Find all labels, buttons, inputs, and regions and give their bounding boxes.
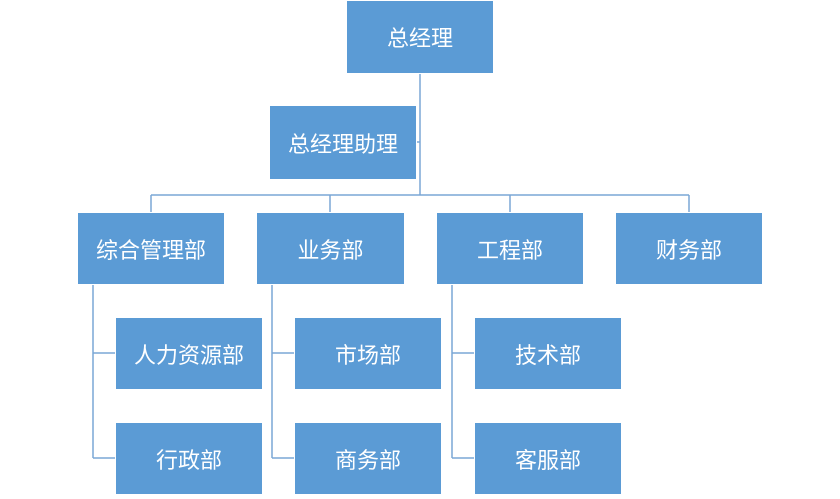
node-label: 业务部 — [297, 238, 364, 264]
node-commerce: 商务部 — [294, 422, 442, 495]
node-label: 总经理 — [386, 27, 453, 52]
node-marketing: 市场部 — [294, 317, 442, 390]
node-dept-admin: 综合管理部 — [77, 212, 225, 285]
node-label: 工程部 — [476, 238, 543, 264]
node-label: 技术部 — [514, 343, 581, 369]
node-dept-finance: 财务部 — [615, 212, 763, 285]
node-label: 商务部 — [334, 448, 401, 474]
node-label: 综合管理部 — [95, 238, 206, 264]
node-dept-business: 业务部 — [256, 212, 405, 285]
node-hr: 人力资源部 — [115, 317, 263, 390]
node-assistant: 总经理助理 — [269, 105, 417, 180]
node-label: 财务部 — [655, 238, 722, 264]
node-label: 市场部 — [334, 343, 401, 369]
node-label: 人力资源部 — [133, 343, 244, 369]
node-technology: 技术部 — [474, 317, 622, 390]
node-label: 总经理助理 — [287, 132, 398, 158]
node-customer-service: 客服部 — [474, 422, 622, 495]
node-label: 客服部 — [514, 448, 581, 474]
node-dept-engineering: 工程部 — [436, 212, 584, 285]
node-label: 行政部 — [155, 448, 222, 474]
node-general-manager: 总经理 — [346, 0, 494, 74]
node-administration: 行政部 — [115, 422, 263, 495]
